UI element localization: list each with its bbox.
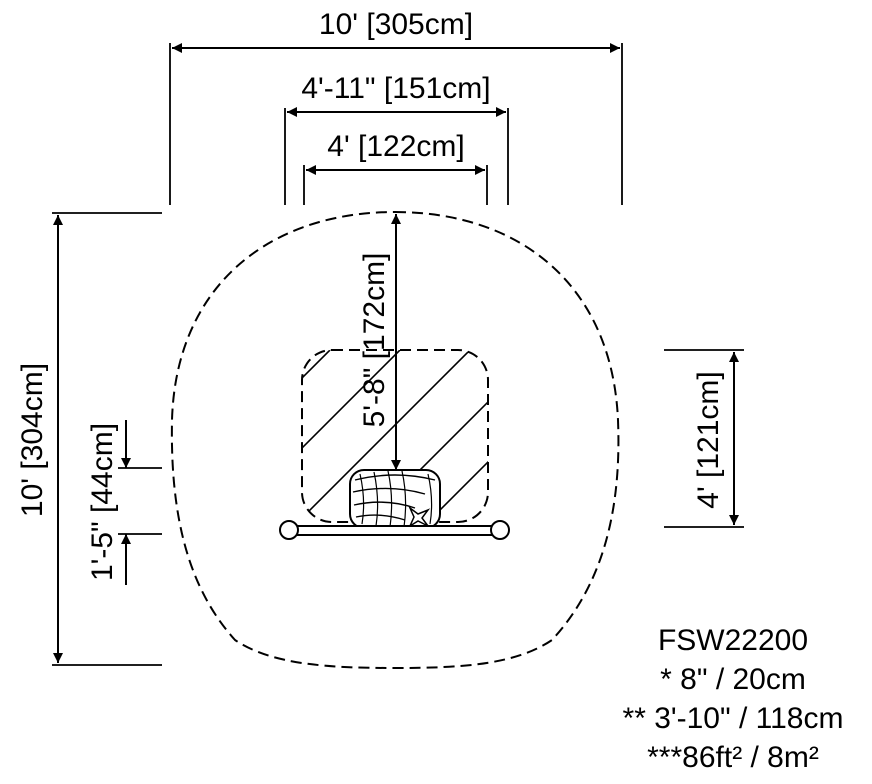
dim-middle-width: [284, 107, 509, 205]
overall-width-label: 10' [305cm]: [319, 8, 473, 41]
seat-height-label: 1'-5" [44cm]: [86, 423, 119, 581]
dim-inner-width: [303, 165, 488, 205]
use-zone-outline: [170, 210, 620, 670]
spec-line-1: * 8" / 20cm: [660, 663, 806, 696]
spec-line-2: ** 3'-10" / 118cm: [623, 702, 844, 735]
overall-depth-label: 10' [304cm]: [16, 363, 49, 517]
model-number: FSW22200: [658, 624, 808, 657]
dim-overall-width: [169, 43, 623, 205]
tire-seat-icon: [349, 469, 441, 529]
seat-zone-depth-label: 4' [121cm]: [692, 371, 725, 508]
middle-width-label: 4'-11" [151cm]: [301, 72, 490, 105]
spec-line-3: ***86ft² / 8m²: [647, 741, 819, 774]
dim-seat-height: [118, 420, 162, 585]
dim-overall-depth: [52, 212, 162, 666]
swing-depth-label: 5'-8" [172cm]: [358, 253, 391, 428]
swing-bar: [279, 520, 510, 540]
dim-seat-zone-depth: [664, 349, 744, 528]
inner-width-label: 4' [122cm]: [327, 130, 464, 163]
